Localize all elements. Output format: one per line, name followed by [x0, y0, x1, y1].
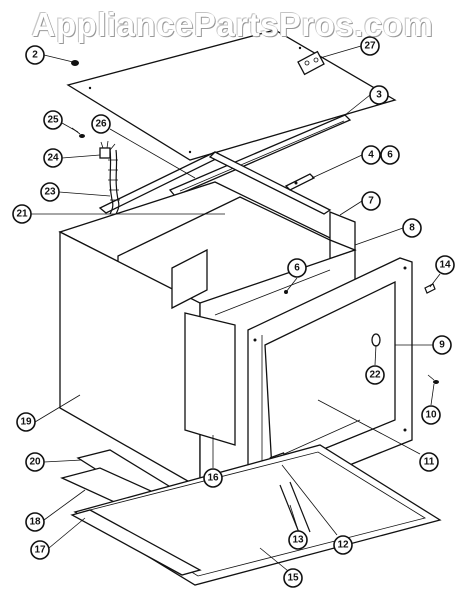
frame-rail-26	[98, 151, 332, 215]
callout-26: 26	[91, 114, 111, 134]
callout-12: 12	[333, 535, 353, 555]
svg-text:2: 2	[32, 50, 38, 61]
svg-text:17: 17	[34, 545, 46, 556]
watermark: AppliancePartsPros.com	[31, 6, 434, 43]
svg-text:16: 16	[207, 473, 219, 484]
svg-text:6: 6	[387, 150, 393, 161]
clip-14	[424, 283, 436, 294]
svg-text:23: 23	[44, 187, 56, 198]
callout-27: 27	[360, 36, 380, 56]
svg-text:18: 18	[29, 517, 41, 528]
svg-text:7: 7	[368, 196, 374, 207]
svg-text:24: 24	[47, 153, 59, 164]
callout-4: 4	[361, 145, 381, 165]
strip-17	[70, 509, 202, 576]
screw-2	[71, 60, 79, 66]
callout-3: 3	[369, 85, 389, 105]
svg-text:20: 20	[29, 457, 41, 468]
svg-text:14: 14	[439, 260, 451, 271]
svg-text:6: 6	[294, 263, 300, 274]
callout-19: 19	[16, 412, 36, 432]
svg-text:25: 25	[47, 115, 59, 126]
callout-25: 25	[43, 110, 63, 130]
callout-6-top: 6	[380, 145, 400, 165]
callout-8: 8	[402, 218, 422, 238]
callout-17: 17	[30, 540, 50, 560]
callout-16: 16	[203, 468, 223, 488]
top-panel	[66, 29, 397, 161]
wire-clip-24	[99, 140, 116, 159]
callout-22: 22	[365, 365, 385, 385]
svg-text:26: 26	[95, 119, 107, 130]
callout-18: 18	[25, 512, 45, 532]
svg-text:12: 12	[337, 540, 349, 551]
callout-24: 24	[43, 148, 63, 168]
callout-13: 13	[288, 530, 308, 550]
front-frame-9	[247, 257, 413, 501]
callout-21: 21	[12, 204, 32, 224]
callout-7: 7	[361, 191, 381, 211]
callout-23: 23	[40, 182, 60, 202]
svg-text:22: 22	[369, 370, 381, 381]
svg-text:4: 4	[368, 150, 374, 161]
wire-harness-23	[108, 149, 120, 215]
svg-text:15: 15	[287, 573, 299, 584]
svg-text:19: 19	[20, 417, 32, 428]
bracket-4	[284, 173, 316, 191]
callout-9: 9	[432, 335, 452, 355]
latch-22	[371, 333, 381, 347]
svg-text:8: 8	[409, 223, 415, 234]
svg-text:11: 11	[424, 457, 435, 468]
callout-15: 15	[283, 568, 303, 588]
svg-text:10: 10	[425, 410, 437, 421]
screw-10	[427, 374, 439, 384]
svg-text:9: 9	[439, 340, 445, 351]
callout-11: 11	[419, 452, 439, 472]
svg-text:13: 13	[292, 535, 304, 546]
callout-6-mid: 6	[287, 258, 307, 278]
svg-text:27: 27	[364, 41, 376, 52]
callout-14: 14	[435, 255, 455, 275]
rail-3	[168, 114, 352, 197]
callout-2: 2	[25, 45, 45, 65]
svg-text:21: 21	[16, 209, 28, 220]
callout-10: 10	[421, 405, 441, 425]
leader-lines	[31, 45, 441, 576]
callout-20: 20	[25, 452, 45, 472]
svg-text:3: 3	[376, 90, 382, 101]
